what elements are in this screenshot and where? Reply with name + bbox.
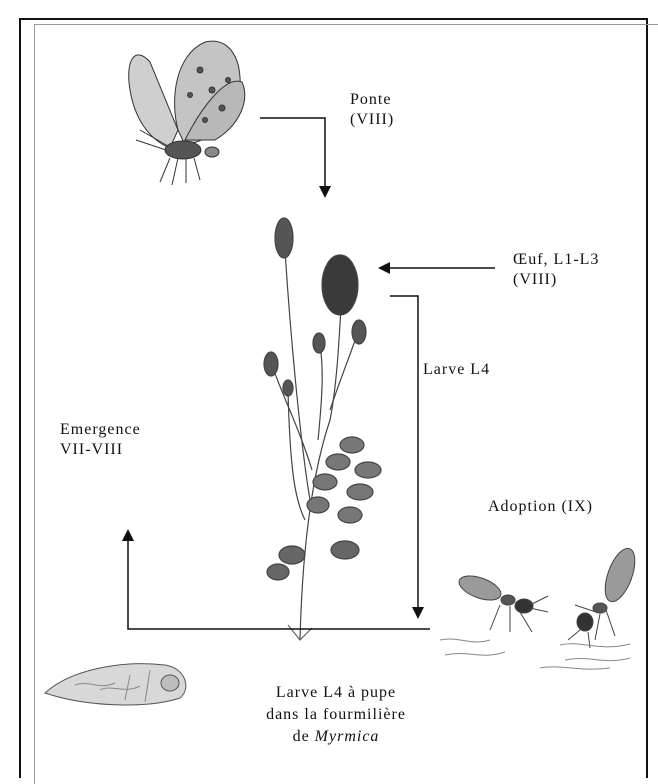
ponte-text: Ponte [350,90,394,110]
oeuf-label: Œuf, L1-L3 (VIII) [513,250,599,290]
emergence-text: Emergence [60,420,141,440]
arrow-larve [390,296,418,617]
adoption-label: Adoption (IX) [488,497,593,517]
pupa-icon [45,664,186,705]
larve-text: Larve L4 [423,360,490,380]
larve-label: Larve L4 [423,360,490,380]
nest-line-2: dans la fourmilière [236,704,436,726]
ponte-label: Ponte (VIII) [350,90,394,130]
butterfly-icon [129,41,245,185]
emergence-period: VII-VIII [60,440,141,460]
oeuf-text: Œuf, L1-L3 [513,250,599,270]
emergence-label: Emergence VII-VIII [60,420,141,460]
nest-line-3: de Myrmica [236,726,436,748]
ants-icon [440,545,641,670]
ponte-period: (VIII) [350,110,394,130]
nest-line-1: Larve L4 à pupe [236,682,436,704]
nest-line-3-prefix: de [293,728,315,745]
nest-line-3-genus: Myrmica [315,728,380,745]
adoption-text: Adoption (IX) [488,497,593,517]
oeuf-period: (VIII) [513,270,599,290]
nest-label: Larve L4 à pupe dans la fourmilière de M… [236,682,436,748]
plant-icon [264,218,381,640]
arrow-ponte [260,118,325,196]
